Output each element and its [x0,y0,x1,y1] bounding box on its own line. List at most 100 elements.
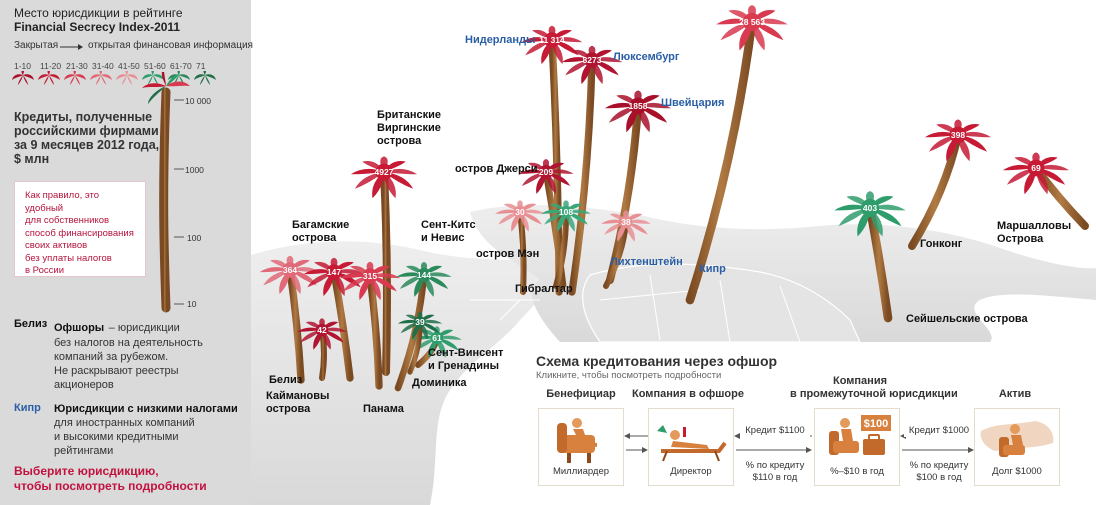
flow-interest-110: % по кредиту $110 в год [745,460,805,483]
palm-value: 61 [432,333,442,343]
jurisdiction-label[interactable]: Маршалловы Острова [997,220,1072,245]
select-jurisdiction-prompt: Выберите юрисдикцию, чтобы посмотреть по… [14,464,207,493]
palm-9[interactable]: 38 [601,210,651,289]
palm-16[interactable]: 42 [297,318,347,381]
palm-trunk [553,209,570,289]
jurisdiction-label[interactable]: Люксембург [613,51,680,63]
tick-10: 10 [187,299,197,309]
palm-value: 144 [417,270,431,280]
palm-value: 403 [863,203,877,213]
jurisdiction-label[interactable]: Нидерланды [465,34,536,46]
palm-crown [495,200,545,232]
palm-leaf-swatch [38,71,60,85]
palm-trunk [330,268,354,382]
palm-crown [259,255,321,295]
jurisdiction-label[interactable]: Кипр [699,263,726,275]
legend-lowtax: Юрисдикции с низкими налогами для иностр… [54,403,238,457]
jurisdiction-label[interactable]: Панама [363,403,404,415]
jurisdiction-label[interactable]: Каймановы острова [266,390,330,415]
palm-value: 8273 [583,55,602,65]
legend-offshore-example: Белиз [14,318,48,330]
node-header-beneficiary: Бенефициар [546,388,616,400]
jurisdiction-label[interactable]: остров Мэн [476,248,540,260]
palm-leaf-swatch [142,71,164,85]
palm-crown [541,200,591,232]
palm-leaf-swatch [12,71,34,85]
palm-crown [561,45,623,85]
rating-range-label: 21-30 [66,61,88,71]
palm-5[interactable]: 4927 [350,156,418,376]
palm-crown [834,191,906,237]
scale-ticks [174,99,184,305]
palm-11[interactable]: 147 [303,257,365,382]
jurisdiction-label[interactable]: Багамские острова [292,219,350,244]
palm-7[interactable]: 30 [495,200,545,295]
node-beneficiary[interactable]: Миллиардер [538,408,624,486]
arrow-right-icon [60,44,83,50]
palm-value: 28 563 [739,17,765,27]
land-americas [251,241,549,505]
palm-value: 4927 [375,167,394,177]
palm-18[interactable]: 403 [834,191,906,323]
palm-leaf-swatch [194,71,216,85]
jurisdiction-label[interactable]: Гонконг [920,238,963,250]
palm-crown [518,159,574,194]
palm-crown [924,119,992,162]
rating-range-label: 11-20 [40,61,62,71]
palm-4[interactable]: 28 563 [685,5,788,305]
palm-crown [396,262,452,297]
jurisdiction-label[interactable]: остров Джерси [455,163,538,175]
map-chair-icon [980,421,1054,457]
palm-15[interactable]: 39 [397,311,443,375]
node-asset[interactable]: Долг $1000 [974,408,1060,486]
jurisdiction-label[interactable]: Сейшельские острова [906,313,1028,325]
arrow-pair-icon [624,433,648,453]
beach-chair-icon [657,425,727,462]
node-caption-intermediate: %–$10 в год [830,466,884,477]
legend-lowtax-example: Кипр [14,402,41,414]
palm-trunk [685,17,757,305]
jurisdiction-label[interactable]: Британские Виргинские острова [377,109,442,147]
scheme-subtitle: Кликните, чтобы посмотреть подробности [536,370,722,381]
node-header-asset: Актив [998,388,1032,400]
jurisdiction-label[interactable]: Гибралтар [515,283,573,295]
palm-8[interactable]: 108 [541,200,591,289]
palm-10[interactable]: 364 [259,255,321,384]
node-intermediate[interactable]: $100 %–$10 в год [814,408,900,486]
palm-crown [297,318,347,350]
palm-17[interactable]: 398 [908,119,992,250]
tick-10000: 10 000 [185,96,211,106]
palm-crown [1002,152,1070,195]
chair-money-icon: $100 [829,415,891,455]
flow-credit-1100: Кредит $1100 [740,425,810,437]
jurisdiction-label[interactable]: Швейцария [661,97,725,109]
palm-crown [303,257,365,297]
jurisdiction-label[interactable]: Доминика [412,377,467,389]
flow-interest-100: % по кредиту $100 в год [909,460,969,483]
legend-offshore: Офшоры – юрисдикции без налогов на деяте… [54,322,203,391]
rating-range-label: 71 [196,61,206,71]
palm-value: 30 [515,207,525,217]
scale-open-label: открытая финансовая информация [88,40,253,51]
tick-100: 100 [187,233,202,243]
node-offshore[interactable]: Директор [648,408,734,486]
jurisdiction-label[interactable]: Лихтенштейн [610,256,683,268]
palm-leaf-swatch [64,71,86,85]
jurisdiction-label[interactable]: Белиз [269,374,303,386]
palm-19[interactable]: 69 [1002,152,1089,230]
palm-crown [601,210,651,242]
palm-value: 69 [1031,163,1041,173]
rating-range-label: 31-40 [92,61,114,71]
palm-value: 1858 [629,101,648,111]
palm-2[interactable]: 8273 [561,45,623,296]
land-africa [581,263,861,343]
palm-leaf-swatch [90,71,112,85]
node-header-offshore: Компания в офшоре [632,388,744,400]
rating-range-label: 61-70 [170,61,192,71]
scheme-panel[interactable]: Схема кредитования через офшор Кликните,… [508,343,1090,503]
palm-trunk [568,56,596,296]
jurisdiction-label[interactable]: Сент-Винсент и Гренадины [428,347,504,372]
jurisdiction-label[interactable]: Сент-Китс и Невис [421,219,476,244]
palm-12[interactable]: 315 [339,261,401,390]
